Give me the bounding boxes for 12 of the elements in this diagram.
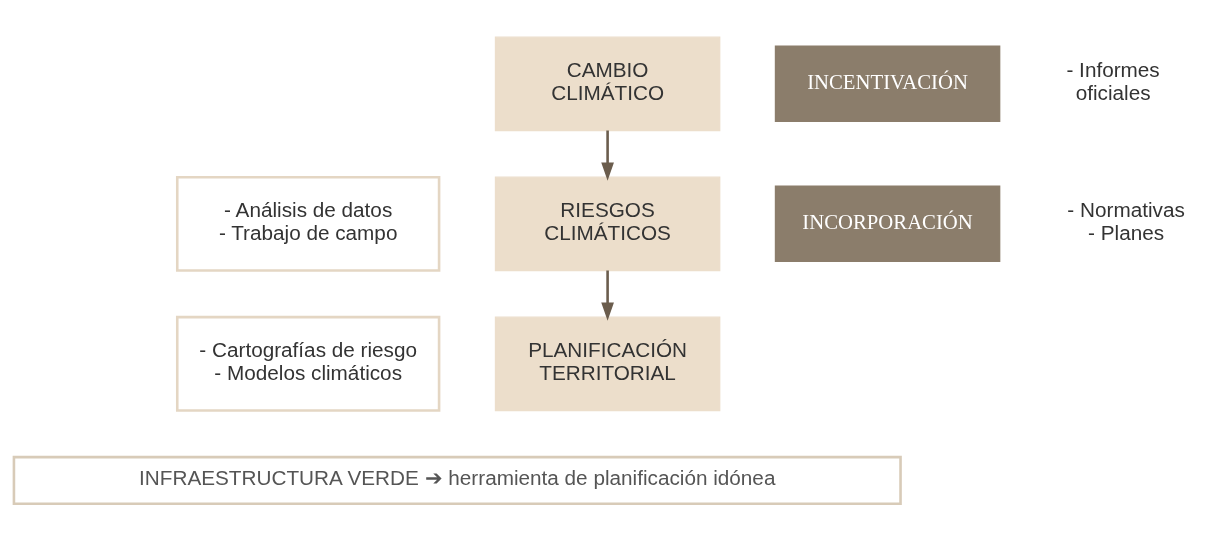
node-box: - Análisis de datos - Trabajo de campo <box>175 175 441 272</box>
arrow <box>601 270 614 321</box>
node-box: CAMBIO CLIMÁTICO <box>494 36 721 131</box>
node-box: INCORPORACIÓN <box>774 185 1001 262</box>
node-box: PLANIFICACIÓN TERRITORIAL <box>494 316 721 411</box>
node-box: RIESGOS CLIMÁTICOS <box>494 176 721 271</box>
node-box: - Cartografías de riesgo - Modelos climáticos <box>175 315 441 412</box>
node-box: INFRAESTRUCTURA VERDE ➔ herramienta de planificación idónea <box>12 455 902 505</box>
arrow <box>601 130 614 181</box>
node-text: - Informes oficiales <box>1066 57 1160 104</box>
node-box: INCENTIVACIÓN <box>774 45 1001 122</box>
node-text: - Normativas - Planes <box>1067 197 1185 244</box>
